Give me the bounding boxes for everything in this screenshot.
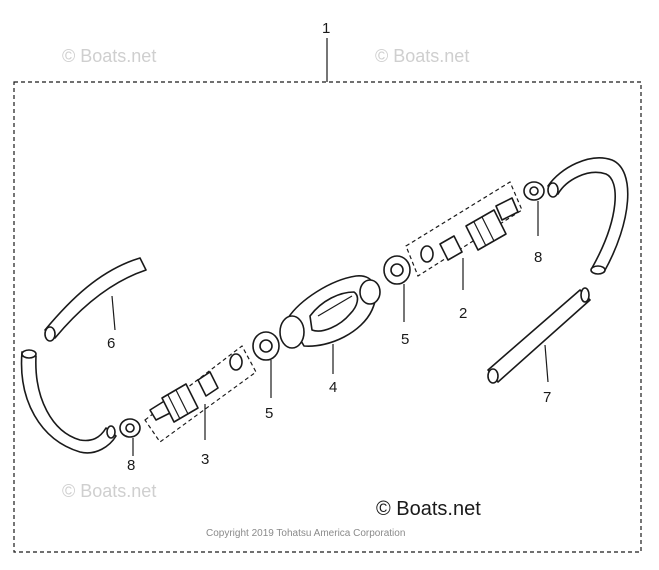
watermark-bottom-left: © Boats.net [62,481,156,501]
callout-5-right: 5 [401,331,409,348]
grommet-part-5-right [383,255,411,322]
callout-3: 3 [201,451,209,468]
callout-2: 2 [459,305,467,322]
connector-part-3 [144,345,257,443]
callout-6: 6 [107,335,115,352]
copyright-notice: Copyright 2019 Tohatsu America Corporati… [206,528,405,539]
brand-mark: © Boats.net [376,498,481,520]
hose-part-6 [20,257,147,454]
primer-bulb-part-4 [279,275,381,374]
callout-8-right: 8 [534,249,542,266]
connector-part-2 [405,181,523,290]
watermark-top-left: © Boats.net [62,46,156,66]
callout-1: 1 [322,20,330,37]
grommet-part-5-left [252,331,280,398]
callout-5-left: 5 [265,405,273,422]
hose-part-7 [487,157,629,384]
nut-part-8-left [119,418,141,456]
callout-7: 7 [543,389,551,406]
kit-boundary [13,38,642,553]
callout-8-left: 8 [127,457,135,474]
watermark-top-right: © Boats.net [375,46,469,66]
nut-part-8-right [523,181,545,236]
callout-4: 4 [329,379,337,396]
